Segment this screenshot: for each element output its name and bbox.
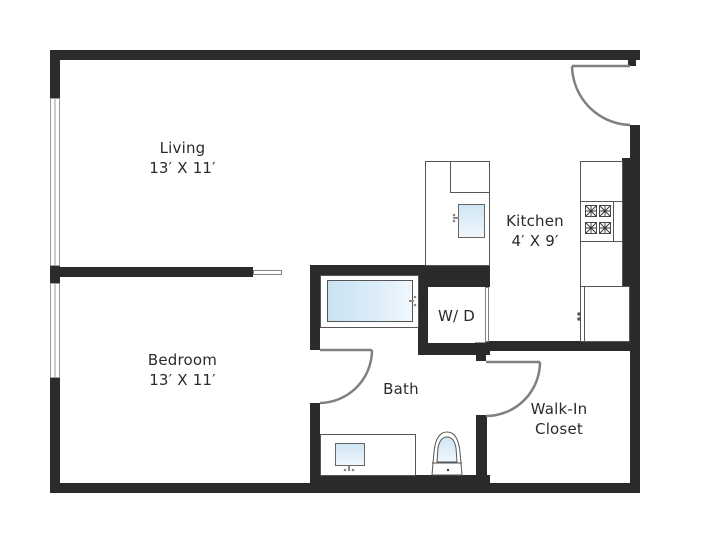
room-name-kitchen: Kitchen: [506, 212, 564, 230]
interior-walls: [55, 265, 640, 493]
toilet: [431, 431, 463, 476]
room-label-walk-in-closet: Walk-In Closet: [515, 399, 603, 439]
room-label-kitchen: Kitchen 4′ X 9′: [495, 211, 575, 251]
pocket-door: [253, 270, 282, 275]
room-dimensions-bedroom: 13′ X 11′: [149, 371, 216, 389]
kitchen-sink: [452, 204, 485, 238]
room-name-bath: Bath: [383, 380, 419, 398]
room-name-bedroom: Bedroom: [147, 351, 218, 369]
bathtub: [320, 275, 419, 328]
room-name-living: Living: [159, 139, 206, 157]
cooktop: [585, 205, 611, 234]
room-dimensions-living: 13′ X 11′: [149, 159, 216, 177]
room-label-washer-dryer: W/ D: [428, 306, 485, 326]
window-living: [50, 98, 60, 266]
room-name-walk-in: Walk-In: [530, 400, 588, 418]
room-name-closet: Closet: [535, 420, 583, 438]
room-label-bedroom: Bedroom 13′ X 11′: [120, 350, 245, 390]
closet-door[interactable]: [485, 360, 542, 418]
room-label-bath: Bath: [370, 379, 432, 399]
entry-door[interactable]: [570, 64, 631, 127]
room-label-living: Living 13′ X 11′: [120, 138, 245, 178]
kitchen-counter-left: [425, 161, 490, 266]
washer-dryer: [428, 287, 489, 343]
refrigerator: [577, 286, 630, 342]
bath-door[interactable]: [319, 348, 374, 405]
window-bedroom: [50, 283, 60, 378]
room-dimensions-kitchen: 4′ X 9′: [511, 232, 559, 250]
room-name-washer-dryer: W/ D: [437, 307, 475, 325]
bath-vanity: [320, 434, 416, 476]
